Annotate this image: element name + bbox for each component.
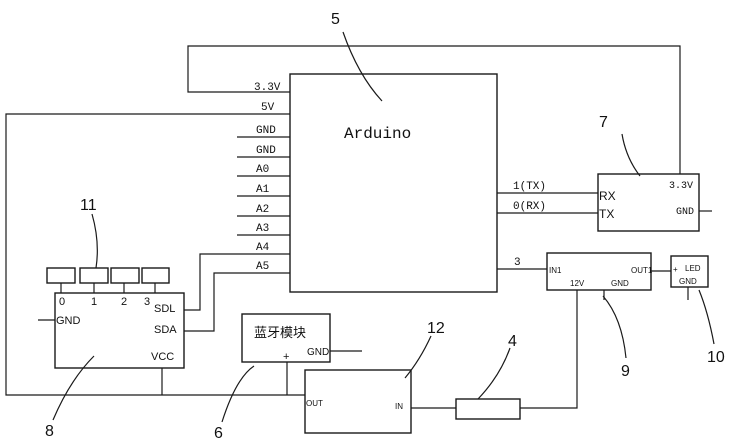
pin-label-a2: A2 [256, 204, 269, 216]
leader-6 [222, 366, 254, 422]
callout-6: 6 [214, 425, 223, 442]
bluetooth-module: 蓝牙模块 + GND [242, 314, 330, 363]
bluetooth-gnd: GND [307, 347, 329, 358]
m8-pin-2: 2 [121, 296, 127, 308]
arduino-board: Arduino 3.3V 5V GND GND A0 A1 A2 A3 A4 A… [254, 74, 546, 292]
m8-sda: SDA [154, 324, 177, 336]
pin-label-a3: A3 [256, 223, 269, 235]
m8-vcc: VCC [151, 351, 174, 363]
callout-12: 12 [427, 320, 445, 337]
callout-7: 7 [599, 114, 608, 131]
callout-4: 4 [508, 333, 517, 350]
resistor-4 [456, 399, 520, 419]
m8-pin-3: 3 [144, 296, 150, 308]
m8-pin-1: 1 [91, 296, 97, 308]
pin-label-gnd1: GND [256, 125, 276, 137]
leader-7 [622, 134, 640, 176]
m9-in1: IN1 [549, 266, 562, 275]
m9-gnd: GND [611, 279, 629, 288]
callout-8: 8 [45, 423, 54, 440]
pin-label-rx: 0(RX) [513, 201, 546, 213]
led-plus: + [673, 265, 678, 274]
m7-3v3: 3.3V [669, 181, 693, 192]
m8-sdl: SDL [154, 303, 175, 315]
module-8: 0 1 2 3 GND SDL SDA VCC [47, 268, 184, 368]
m8-button-2 [111, 268, 139, 283]
led-gnd: GND [679, 277, 697, 286]
leader-4 [478, 348, 510, 399]
m8-button-1 [80, 268, 108, 283]
pin-label-a0: A0 [256, 164, 269, 176]
m8-button-3 [142, 268, 169, 283]
module-9: IN1 OUT1 12V GND [547, 253, 653, 290]
callout-9: 9 [621, 363, 630, 380]
bluetooth-plus: + [283, 351, 289, 363]
wire-12v [520, 290, 577, 408]
leader-11 [92, 214, 97, 268]
m9-12v: 12V [570, 279, 585, 288]
pin-label-gnd2: GND [256, 145, 276, 157]
callout-11: 11 [80, 197, 97, 214]
callout-5: 5 [331, 11, 340, 28]
m7-gnd: GND [676, 207, 694, 218]
m7-rx: RX [599, 189, 616, 203]
m12-in: IN [395, 402, 403, 411]
bluetooth-label: 蓝牙模块 [254, 325, 306, 340]
m8-gnd: GND [56, 315, 81, 327]
pin-label-3: 3 [514, 257, 521, 269]
arduino-label: Arduino [344, 125, 411, 143]
led-module: + LED GND [671, 256, 708, 287]
m7-tx: TX [599, 207, 614, 221]
m8-pin-0: 0 [59, 296, 65, 308]
m12-out: OUT [306, 399, 323, 408]
module-7: RX TX 3.3V GND [598, 174, 699, 231]
wire-a4-sdl [184, 254, 290, 310]
pin-label-5v: 5V [261, 102, 275, 114]
module-12: OUT IN [305, 370, 411, 433]
led-label: LED [685, 264, 701, 273]
pin-label-a4: A4 [256, 242, 270, 254]
leader-10 [699, 290, 714, 344]
m9-out1: OUT1 [631, 266, 653, 275]
pin-label-3v3: 3.3V [254, 82, 281, 94]
pin-label-a5: A5 [256, 261, 269, 273]
leader-9 [603, 296, 626, 358]
m8-button-0 [47, 268, 75, 283]
pin-label-tx: 1(TX) [513, 181, 546, 193]
callout-10: 10 [707, 349, 725, 366]
pin-label-a1: A1 [256, 184, 270, 196]
